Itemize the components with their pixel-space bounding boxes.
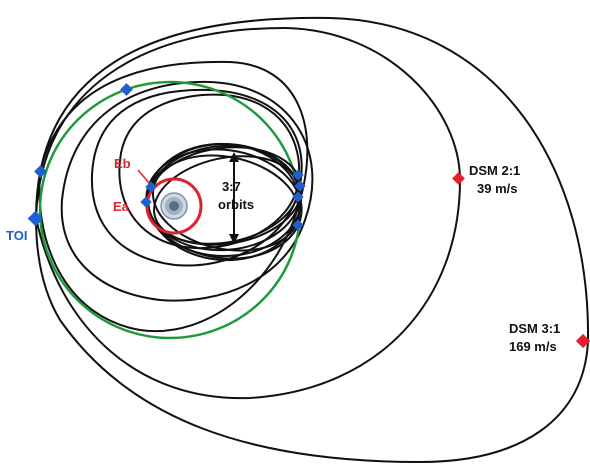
orbit-mid-2 [60,80,314,302]
label-dsm21-name: DSM 2:1 [469,163,520,178]
resonance-arrow-icon [229,152,239,244]
eb-pointer [137,169,151,185]
node-right-1 [292,169,304,181]
label-dsm21-dv: 39 m/s [477,181,517,196]
node-dsm21 [452,172,465,185]
central-planet-icon [160,192,188,220]
node-right-4 [292,219,304,231]
node-toi [27,210,44,227]
label-dsm31-name: DSM 3:1 [509,321,560,336]
node-ea [140,196,152,208]
node-right-2 [294,180,306,192]
node-right-3 [292,191,304,203]
label-resonance-line1: 3:7 [222,179,241,194]
label-dsm31-dv: 169 m/s [509,339,557,354]
label-toi: TOI [6,228,27,243]
red-nodes [452,172,590,349]
label-resonance-line2: orbits [218,197,254,212]
resonant-orbit-5 [145,148,303,260]
node-dsm31 [575,333,590,349]
node-eb [145,181,157,193]
orbit-mid-4 [118,93,301,250]
orbit-dsm31 [34,16,590,464]
orbit-mid-3 [90,88,303,267]
label-ea: Ea [113,199,130,214]
node-left-upper [34,165,47,178]
orbit-dsm21 [34,26,462,400]
node-top [120,83,133,96]
outer-orbits [34,16,590,464]
label-eb: Eb [114,156,131,171]
